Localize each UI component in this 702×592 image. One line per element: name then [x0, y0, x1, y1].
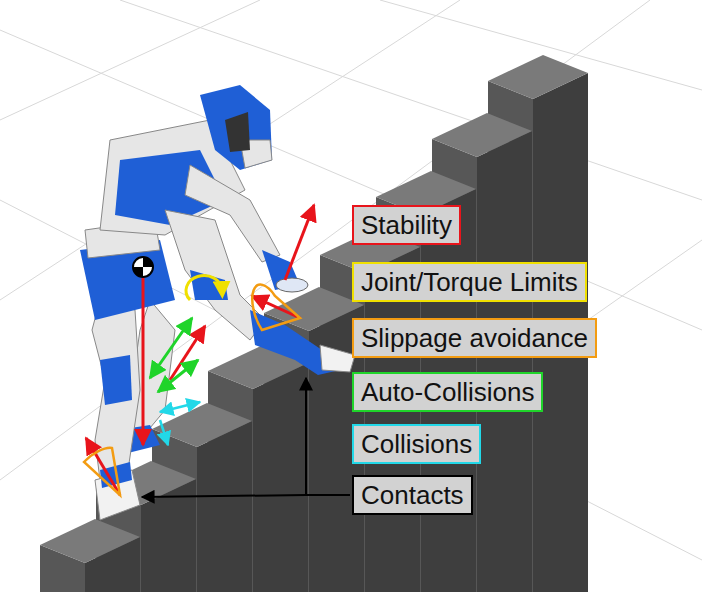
step-side [253, 363, 308, 592]
staircase [40, 55, 588, 592]
force-arrows [84, 205, 350, 497]
box-label: Slippage avoidance [361, 322, 588, 354]
step-top [40, 519, 140, 563]
step-side [477, 131, 532, 592]
box-label: Contacts [361, 479, 464, 511]
step-top [432, 113, 532, 157]
label-box: Joint/Torque Limits [352, 262, 587, 302]
box-label: Collisions [361, 428, 472, 460]
robot [80, 85, 355, 520]
step-top [152, 403, 252, 447]
label-box: Stability [352, 205, 461, 245]
label-box: Contacts [352, 475, 473, 515]
box-label: Stability [361, 209, 452, 241]
box-label: Auto-Collisions [361, 376, 534, 408]
box-label: Joint/Torque Limits [361, 266, 578, 298]
step-side [197, 421, 252, 592]
label-box: Slippage avoidance [352, 318, 597, 358]
step-top [488, 55, 588, 99]
label-box: Collisions [352, 424, 481, 464]
label-box: Auto-Collisions [352, 372, 543, 412]
